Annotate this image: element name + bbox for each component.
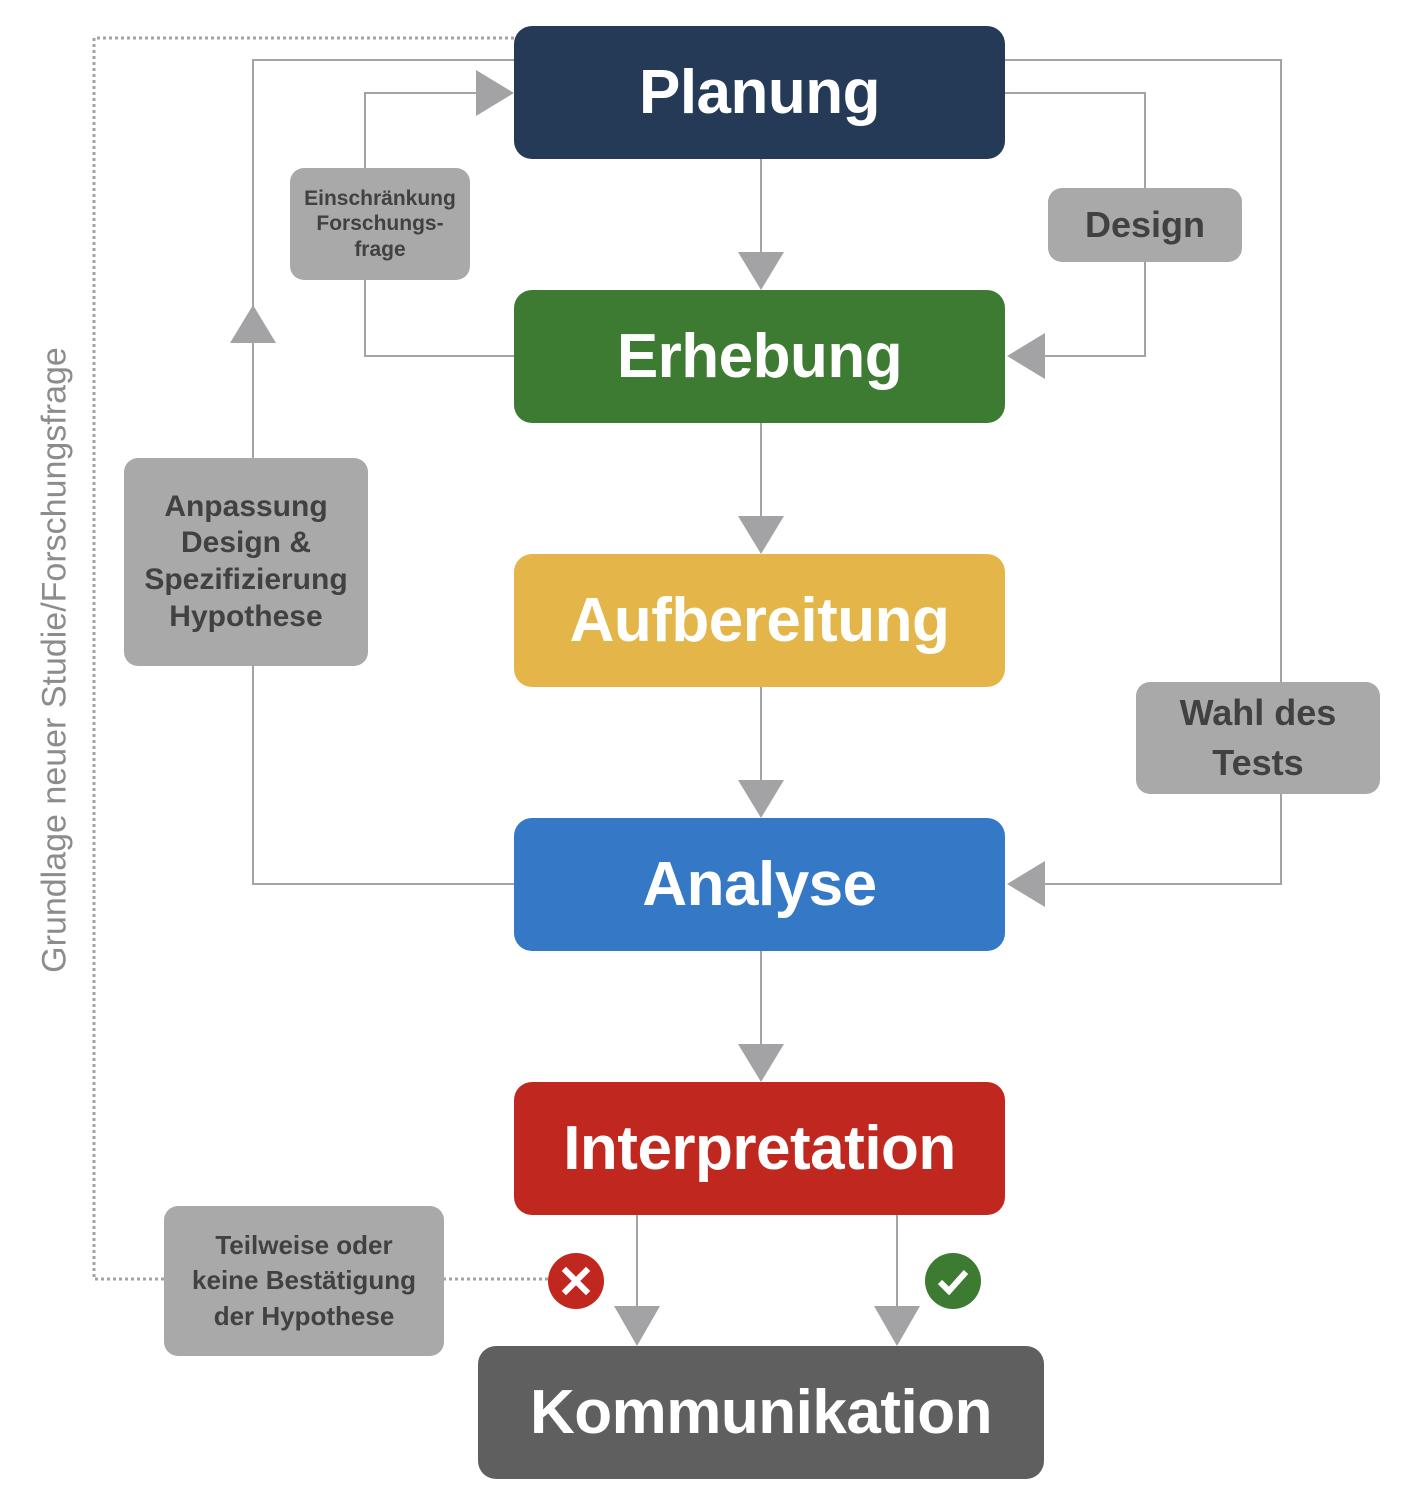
dotted-feedback-line [92, 36, 548, 1281]
arrowhead-down-aufbereitung [738, 516, 784, 554]
stage-kommunikation[interactable]: Kommunikation [478, 1346, 1044, 1479]
label-einschraenkung: Einschränkung Forschungs- frage [290, 168, 470, 280]
arrowhead-down-analyse [738, 780, 784, 818]
label-design: Design [1048, 188, 1242, 262]
stage-planung[interactable]: Planung [514, 26, 1005, 159]
label-anpassung: Anpassung Design & Spezifizierung Hypoth… [124, 458, 368, 666]
stage-analyse[interactable]: Analyse [514, 818, 1005, 951]
arrowhead-down-erhebung [738, 252, 784, 290]
stage-aufbereitung[interactable]: Aufbereitung [514, 554, 1005, 687]
arrowhead-down-interpretation [738, 1044, 784, 1082]
arrowhead-down-kommunikation-left [614, 1306, 660, 1346]
new-study-label: Grundlage neuer Studie/Forschungsfrage [35, 347, 74, 973]
arrowhead-left-analyse [1007, 861, 1045, 907]
check-circle-icon [925, 1253, 981, 1309]
stage-erhebung[interactable]: Erhebung [514, 290, 1005, 423]
x-circle-icon [548, 1253, 604, 1309]
stage-interpretation[interactable]: Interpretation [514, 1082, 1005, 1215]
label-wahl-des-tests: Wahl des Tests [1136, 682, 1380, 794]
arrowhead-up-anpassung [230, 305, 276, 343]
arrowhead-down-kommunikation-right [874, 1306, 920, 1346]
label-teilweise: Teilweise oder keine Bestätigung der Hyp… [164, 1206, 444, 1356]
arrowhead-right-planung [476, 70, 514, 116]
connector-wahl-loop [1005, 59, 1282, 885]
arrowhead-left-erhebung [1007, 333, 1045, 379]
